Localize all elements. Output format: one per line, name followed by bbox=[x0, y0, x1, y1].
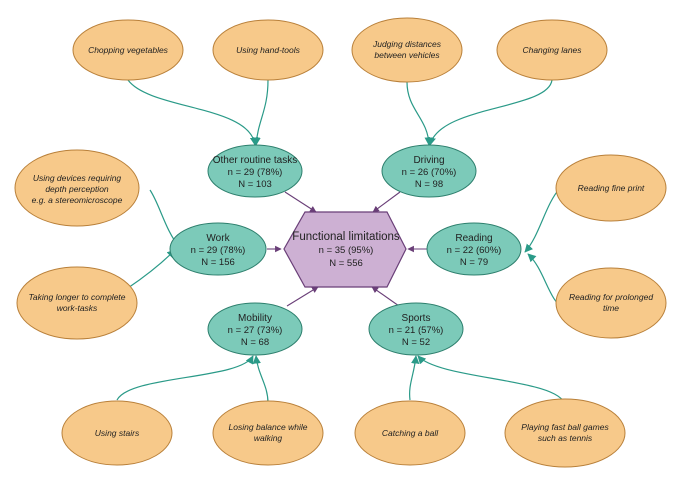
bubble-distances bbox=[351, 17, 463, 83]
connector-handtools-other bbox=[252, 79, 269, 146]
connector-balance-mobility bbox=[252, 355, 269, 404]
driving-N: N = 98 bbox=[415, 179, 443, 190]
stairs-label: Using stairs bbox=[95, 428, 140, 438]
work-title: Work bbox=[206, 233, 230, 244]
center-labels: Functional limitations n = 35 (95%) N = … bbox=[292, 231, 400, 269]
work-n: n = 29 (78%) bbox=[191, 245, 246, 256]
prolonged-label-2: time bbox=[603, 303, 619, 313]
reading-n: n = 22 (60%) bbox=[447, 245, 502, 256]
connector-distances-driving bbox=[406, 81, 433, 146]
center-n: n = 35 (95%) bbox=[319, 245, 374, 256]
connector-ball-sports bbox=[409, 355, 420, 401]
mobility-n: n = 27 (73%) bbox=[228, 325, 283, 336]
connector-sports-center bbox=[371, 286, 400, 307]
bubble-other-routine bbox=[207, 144, 303, 198]
longer-label-2: work-tasks bbox=[57, 303, 98, 313]
balance-label-1: Losing balance while bbox=[229, 422, 308, 432]
work-N: N = 156 bbox=[201, 257, 235, 268]
center-title: Functional limitations bbox=[292, 231, 400, 243]
driving-n: n = 26 (70%) bbox=[402, 167, 457, 178]
bubble-chopping bbox=[72, 19, 184, 81]
connector-mobility-center bbox=[286, 286, 319, 307]
bubble-ball bbox=[354, 400, 466, 466]
handtools-label: Using hand-tools bbox=[236, 45, 301, 55]
prolonged-label-1: Reading for prolonged bbox=[569, 292, 653, 302]
chopping-label: Chopping vegetables bbox=[88, 45, 169, 55]
bubble-mobility bbox=[207, 302, 303, 356]
depth-label-1: Using devices requiring bbox=[33, 173, 122, 183]
category-labels: Other routine tasks n = 29 (78%) N = 103… bbox=[191, 155, 502, 348]
example-labels: Chopping vegetables Using hand-tools Jud… bbox=[28, 39, 653, 443]
fastball-label-1: Playing fast ball games bbox=[521, 422, 609, 432]
connector-chopping-other bbox=[127, 79, 259, 146]
distances-label-2: between vehicles bbox=[374, 50, 440, 60]
bubble-depth bbox=[14, 149, 140, 227]
reading-title: Reading bbox=[455, 233, 492, 244]
mobility-N: N = 68 bbox=[241, 337, 269, 348]
bubble-longer bbox=[16, 266, 138, 340]
connector-lanes-driving bbox=[427, 79, 553, 146]
other-routine-n: n = 29 (78%) bbox=[228, 167, 283, 178]
other-routine-title: Other routine tasks bbox=[213, 155, 297, 166]
connector-other-center bbox=[284, 191, 317, 213]
bubble-stairs bbox=[61, 400, 173, 466]
center-N: N = 556 bbox=[329, 258, 363, 269]
distances-label-1: Judging distances bbox=[372, 39, 442, 49]
connector-stairs-mobility bbox=[116, 355, 254, 401]
fineprint-label: Reading fine print bbox=[578, 183, 645, 193]
sports-title: Sports bbox=[402, 313, 431, 324]
bubble-fastball bbox=[504, 398, 626, 468]
connector-fineprint-reading bbox=[524, 187, 561, 253]
longer-label-1: Taking longer to complete bbox=[28, 292, 125, 302]
bubble-lanes bbox=[496, 19, 608, 81]
lanes-label: Changing lanes bbox=[522, 45, 582, 55]
bubble-handtools bbox=[212, 19, 324, 81]
connector-driving-center bbox=[372, 191, 401, 213]
sports-n: n = 21 (57%) bbox=[389, 325, 444, 336]
bubble-fineprint bbox=[555, 154, 667, 222]
balance-label-2: walking bbox=[254, 433, 283, 443]
bubble-driving bbox=[381, 144, 477, 198]
center-hexagon bbox=[283, 211, 407, 288]
connector-fastball-sports bbox=[417, 355, 566, 406]
bubble-balance bbox=[212, 400, 324, 466]
bubble-sports bbox=[368, 302, 464, 356]
depth-label-3: e.g. a stereomicroscope bbox=[32, 195, 123, 205]
sports-N: N = 52 bbox=[402, 337, 430, 348]
mobility-title: Mobility bbox=[238, 313, 272, 324]
bubble-prolonged bbox=[555, 267, 667, 339]
fastball-label-2: such as tennis bbox=[538, 433, 593, 443]
reading-N: N = 79 bbox=[460, 257, 488, 268]
connector-longer-work bbox=[124, 249, 176, 291]
category-bubbles bbox=[169, 144, 522, 356]
bubble-reading bbox=[426, 222, 522, 276]
depth-label-2: depth perception bbox=[45, 184, 109, 194]
category-connectors bbox=[267, 191, 427, 307]
driving-title: Driving bbox=[413, 155, 444, 166]
example-bubbles bbox=[14, 17, 667, 468]
other-routine-N: N = 103 bbox=[238, 179, 272, 190]
bubble-work bbox=[169, 222, 267, 276]
ball-label: Catching a ball bbox=[382, 428, 439, 438]
